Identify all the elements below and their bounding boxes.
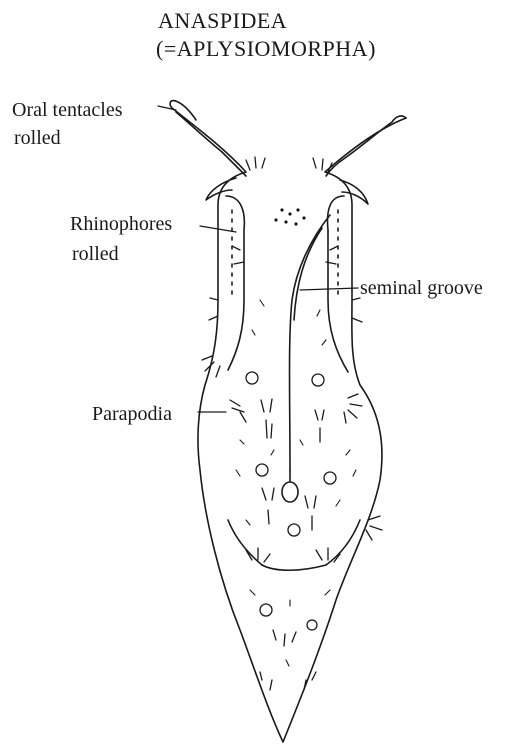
label-parapodia: Parapodia [92,402,172,426]
body-spots [246,372,336,630]
diagram-title-line1: ANASPIDEA [158,8,287,34]
parapodium-left-edge [226,196,244,370]
leader-seminal-groove [300,288,358,290]
leader-oral-tentacles [158,106,176,110]
label-oral-tentacles-rolled: rolled [14,126,61,150]
diagram-title-line2: (=APLYSIOMORPHA) [156,36,376,62]
label-oral-tentacles: Oral tentacles [12,98,123,122]
oral-tentacle-left-inner [176,112,222,152]
body-texture [236,300,356,666]
genital-pore [282,482,298,502]
label-seminal-groove: seminal groove [360,276,483,300]
label-rhinophores: Rhinophores [70,212,172,236]
papillae [202,157,382,690]
head-dots [274,208,305,225]
label-rhinophores-rolled: rolled [72,242,119,266]
